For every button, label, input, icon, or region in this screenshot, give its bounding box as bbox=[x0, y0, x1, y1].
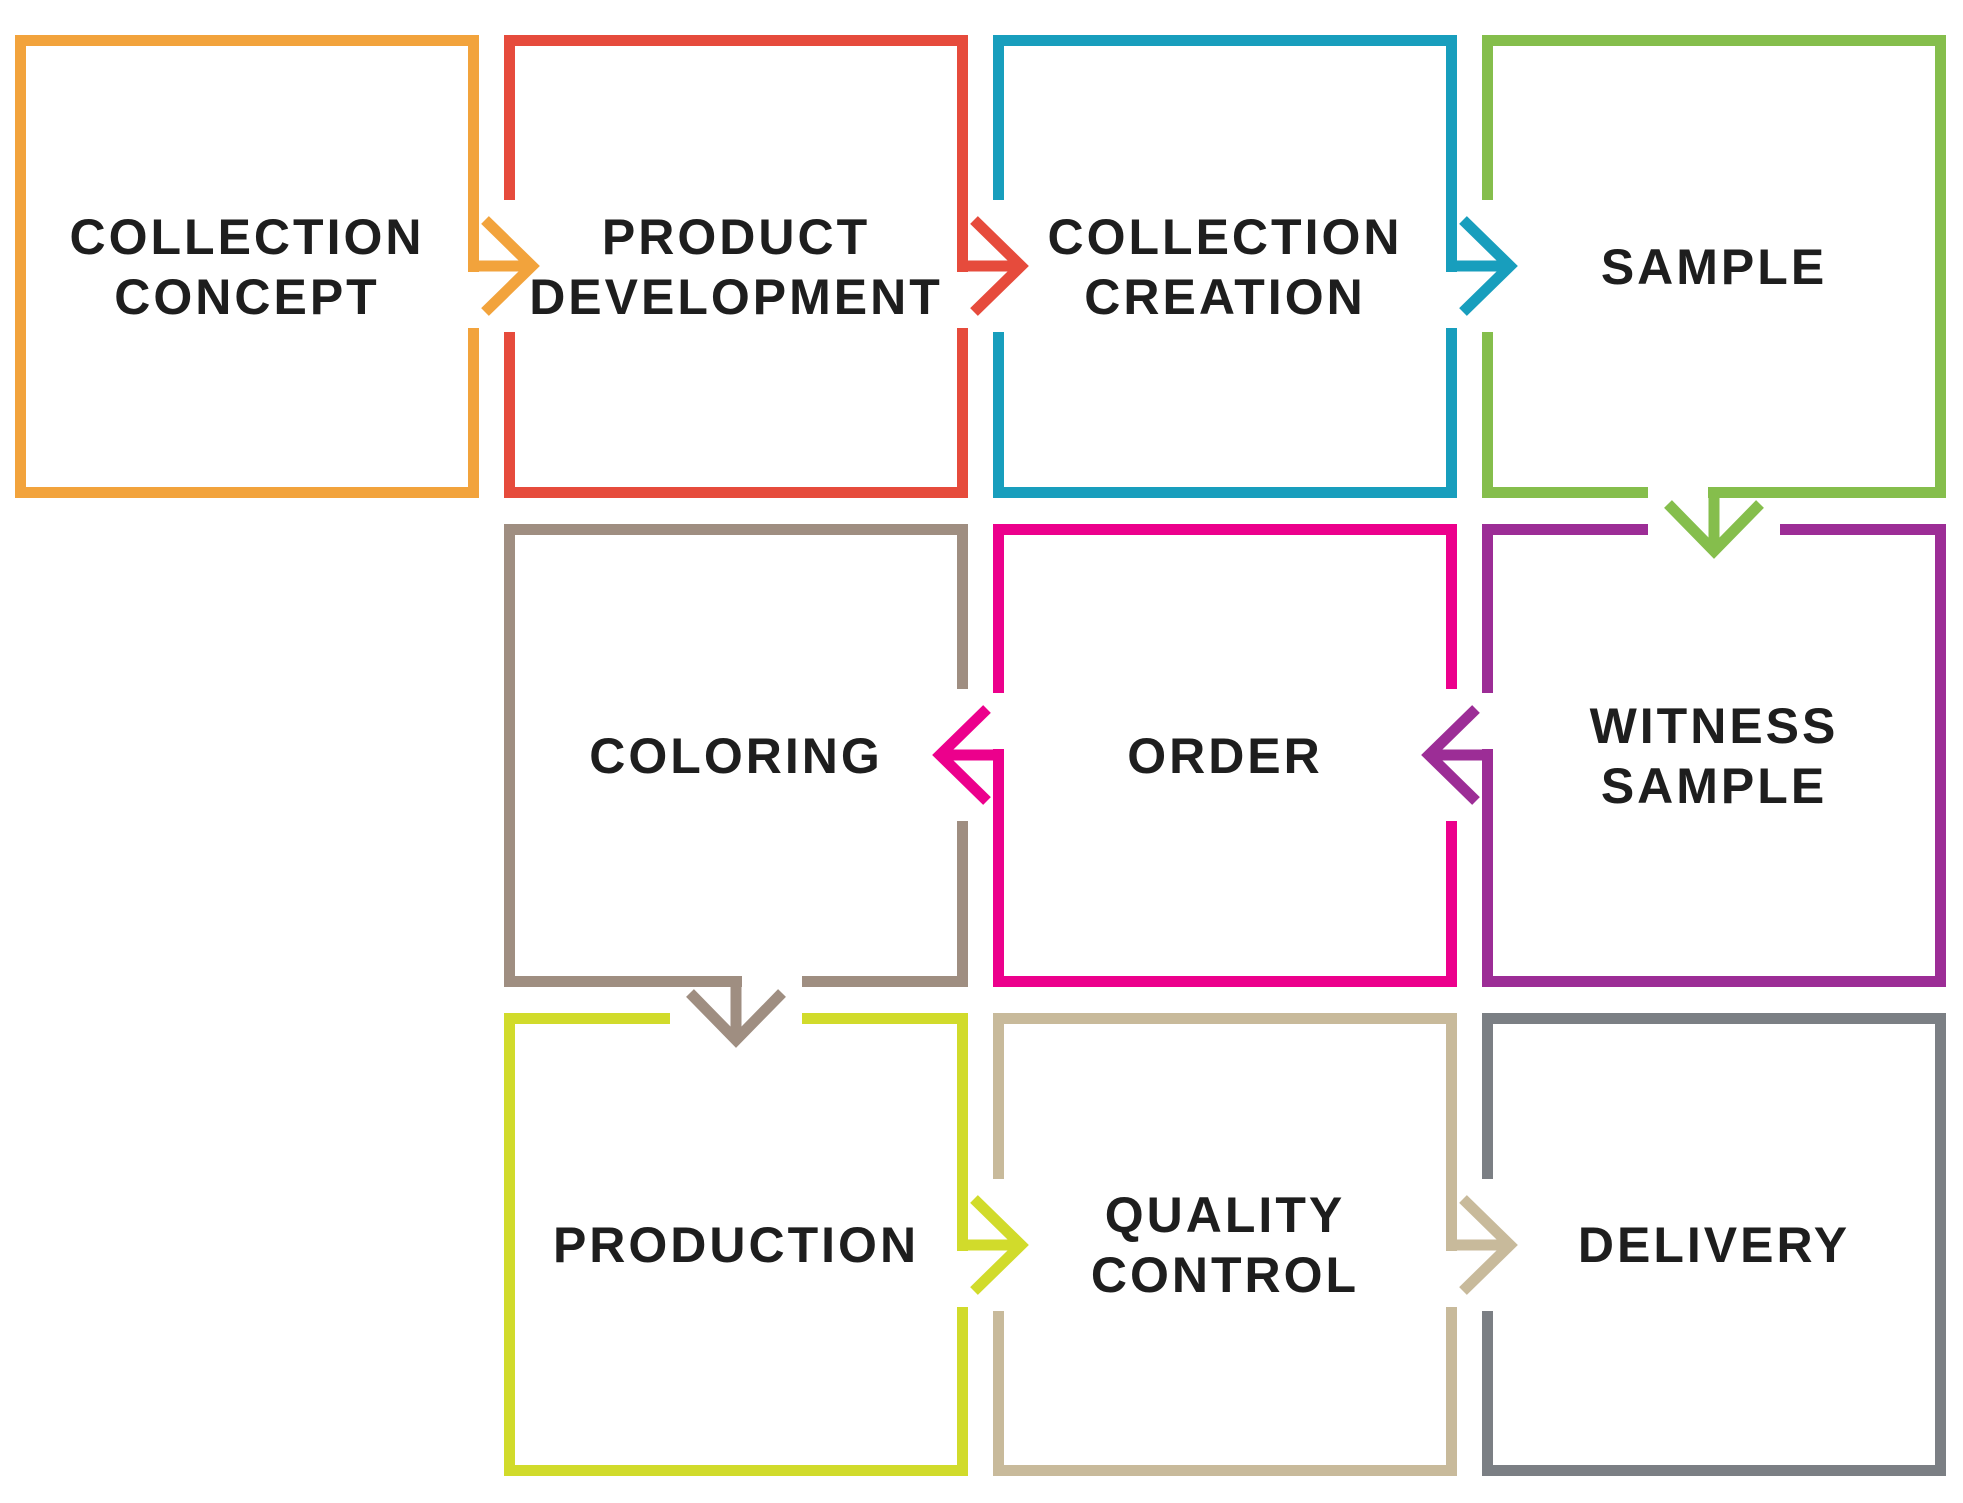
step-collection-concept: COLLECTION CONCEPT bbox=[15, 35, 479, 498]
step-product-development: PRODUCT DEVELOPMENT bbox=[504, 35, 968, 498]
step-collection-creation: COLLECTION CREATION bbox=[993, 35, 1457, 498]
step-label-production: PRODUCTION bbox=[552, 1216, 920, 1273]
step-witness-sample: WITNESS SAMPLE bbox=[1482, 524, 1946, 987]
step-label-sample: SAMPLE bbox=[1600, 238, 1828, 295]
step-label-product-development: PRODUCT DEVELOPMENT bbox=[529, 208, 943, 325]
step-quality-control: QUALITY CONTROL bbox=[993, 1013, 1457, 1476]
step-label-delivery: DELIVERY bbox=[1577, 1216, 1851, 1273]
step-production: PRODUCTION bbox=[504, 1013, 968, 1476]
step-label-quality-control: QUALITY CONTROL bbox=[1090, 1186, 1360, 1303]
step-delivery: DELIVERY bbox=[1482, 1013, 1946, 1476]
step-coloring: COLORING bbox=[504, 524, 968, 987]
step-label-collection-creation: COLLECTION CREATION bbox=[1047, 208, 1403, 325]
step-label-witness-sample: WITNESS SAMPLE bbox=[1589, 697, 1839, 814]
step-label-collection-concept: COLLECTION CONCEPT bbox=[69, 208, 425, 325]
step-order: ORDER bbox=[993, 524, 1457, 987]
step-sample: SAMPLE bbox=[1482, 35, 1946, 498]
step-label-order: ORDER bbox=[1127, 727, 1323, 784]
step-label-coloring: COLORING bbox=[589, 727, 883, 784]
